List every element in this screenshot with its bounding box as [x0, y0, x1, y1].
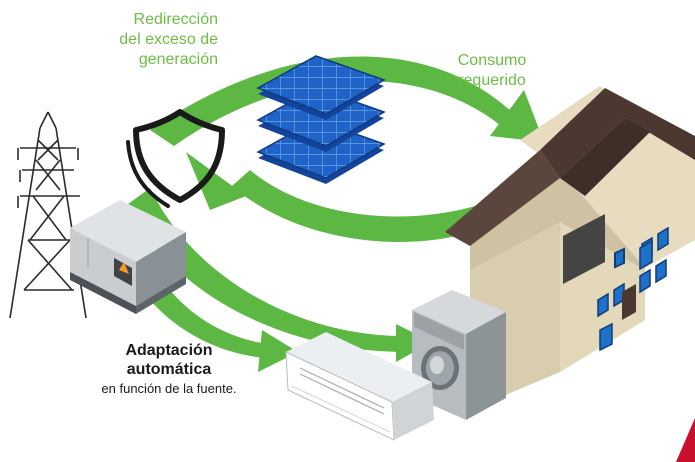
adaptation-title-line2: automática: [126, 361, 212, 378]
consumption-label-line1: Consumo: [457, 52, 527, 69]
inverter-icon: [70, 200, 186, 314]
consumption-label: Consumo requerido: [436, 51, 548, 91]
corner-accent: [676, 418, 695, 462]
solar-panels-icon: [256, 55, 386, 184]
adaptation-title-line1: Adaptación: [125, 342, 213, 359]
redirection-label-line2: del exceso de: [119, 31, 218, 48]
power-tower-icon: [9, 111, 87, 319]
adaptation-label: Adaptación automática en función de la f…: [62, 341, 276, 398]
arrow-redirection: [232, 170, 500, 242]
air-conditioner-icon: [285, 332, 434, 441]
shield-icon: [126, 109, 225, 208]
redirection-label: Redirección del exceso de generación: [40, 10, 218, 70]
arrow-redirection-head: [186, 152, 246, 210]
washing-machine-icon: [412, 290, 506, 420]
arrow-ac-head: [258, 330, 298, 372]
redirection-label-line3: generación: [138, 51, 218, 68]
arrow-consumption-head: [490, 90, 544, 142]
redirection-label-line1: Redirección: [133, 11, 218, 28]
consumption-label-line2: requerido: [458, 72, 526, 89]
adaptation-subtitle: en función de la fuente.: [101, 381, 237, 396]
arrow-consumption: [150, 56, 518, 146]
